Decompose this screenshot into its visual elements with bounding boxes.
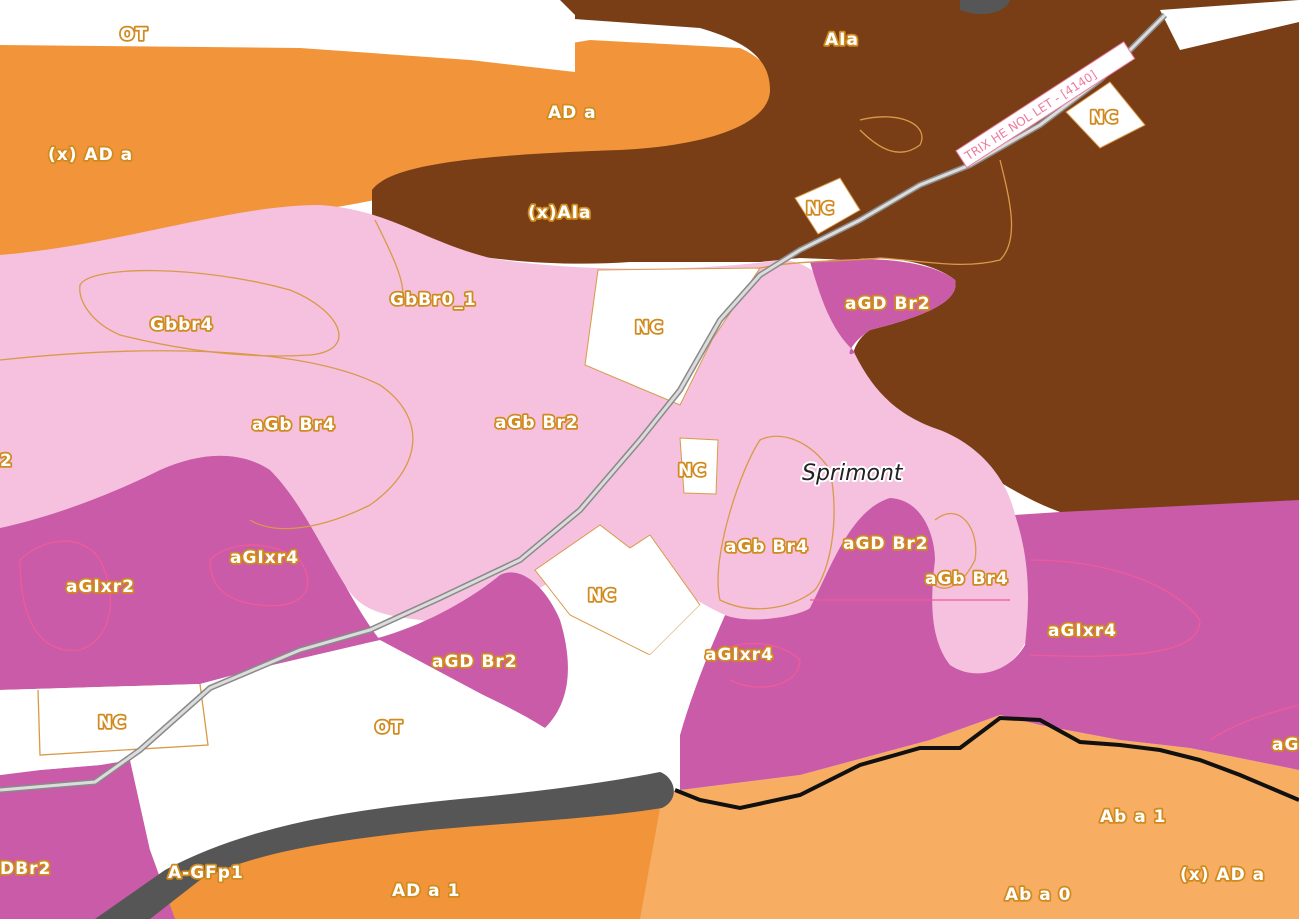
label-agfp1: A-GFp1 <box>168 863 244 883</box>
zone-nc-south[interactable] <box>534 524 701 656</box>
boundary-black <box>674 715 1299 811</box>
zone-agdbr2-corner[interactable] <box>0 760 175 919</box>
zone-agdbr2-mid[interactable] <box>370 572 568 728</box>
label-nc-small: NC <box>678 461 707 481</box>
zone-gray-top[interactable] <box>960 0 1010 15</box>
label-nc-top-right: NC <box>1090 108 1119 128</box>
road[interactable] <box>0 12 1168 793</box>
label-left-2: 2 <box>0 451 13 471</box>
label-agixr2: aGIxr2 <box>66 577 135 597</box>
zone-nc-center[interactable] <box>584 267 761 406</box>
label-aba1: Ab a 1 <box>1100 807 1166 827</box>
label-aba0: Ab a 0 <box>1005 885 1071 905</box>
zone-nc-top-right[interactable] <box>1065 81 1146 149</box>
label-gbbr4: Gbbr4 <box>150 315 214 335</box>
label-nc-south: NC <box>588 586 617 606</box>
label-ala-top: AIa <box>825 30 859 50</box>
zone-agbbr[interactable] <box>0 205 1030 679</box>
label-agixr4-left: aGIxr4 <box>230 548 299 568</box>
zone-ad-a1[interactable] <box>150 808 660 919</box>
zone-nc-small[interactable] <box>679 437 719 495</box>
label-agdbr2-mid: aGD Br2 <box>843 534 929 554</box>
label-agbbr4-mid: aGb Br4 <box>725 537 809 557</box>
label-nc-road: NC <box>806 199 835 219</box>
label-dbr2-edge: DBr2 <box>0 859 51 879</box>
label-agbbr4-right: aGb Br4 <box>925 569 1009 589</box>
label-ada1: AD a 1 <box>392 881 460 901</box>
label-ag-edge: aG <box>1272 735 1299 755</box>
zone-agixr-left[interactable] <box>0 455 380 690</box>
label-ad-a: AD a <box>548 103 597 123</box>
label-agixr4-right: aGIxr4 <box>1048 621 1117 641</box>
label-ot-top: OT <box>120 25 148 45</box>
zone-ad-a-top[interactable] <box>0 40 781 260</box>
place-name-sprimont: Sprimont <box>802 461 904 486</box>
label-x-ala: (x)AIa <box>528 203 591 223</box>
zone-agdbr2-top[interactable] <box>810 259 956 355</box>
zone-agixr-right[interactable] <box>680 498 1299 790</box>
boundaries-pink <box>19 540 1299 741</box>
label-gbbr0-1: GbBr0_1 <box>390 290 477 310</box>
label-ot-bottom: OT <box>375 718 403 738</box>
zone-aba[interactable] <box>640 715 1299 919</box>
label-agbbr2: aGb Br2 <box>495 413 579 433</box>
label-nc-center: NC <box>635 318 664 338</box>
zone-agfp1[interactable] <box>95 772 674 919</box>
label-agixr4-mid: aGIxr4 <box>705 645 774 665</box>
zone-ala[interactable] <box>372 0 1299 525</box>
label-agdbr2-low: aGD Br2 <box>432 652 518 672</box>
label-x-ad-a-left: (x) AD a <box>48 145 133 165</box>
label-agbbr4-left: aGb Br4 <box>252 415 336 435</box>
zone-nc-corner[interactable] <box>1160 0 1299 50</box>
label-agdbr2-top: aGD Br2 <box>845 294 931 314</box>
zone-ot-bottom[interactable] <box>0 605 725 850</box>
zone-ot-top[interactable] <box>0 0 575 72</box>
label-nc-left: NC <box>98 713 127 733</box>
label-x-ad-a-right: (x) AD a <box>1180 865 1265 885</box>
zone-nc-road[interactable] <box>794 177 861 235</box>
soil-labels: OT AIa AD a (x) AD a NC (x)AIa NC GbBr0_… <box>0 23 1299 907</box>
